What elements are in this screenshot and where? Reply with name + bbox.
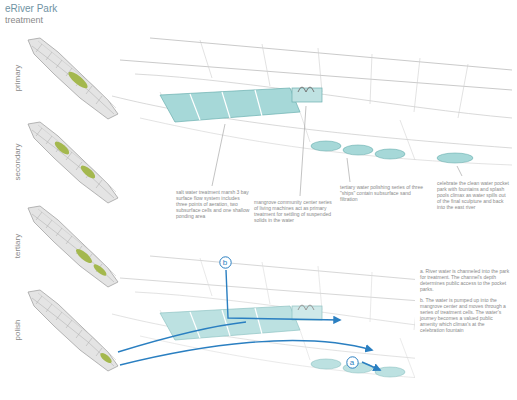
callout-note: celebrate the clean water pocket park wi… bbox=[437, 180, 511, 210]
callout-circle: b bbox=[219, 256, 232, 269]
illustration-part bbox=[112, 38, 512, 165]
circle-outline bbox=[219, 256, 230, 267]
illustration-part bbox=[79, 164, 97, 181]
illustration-part bbox=[53, 140, 71, 157]
callout-note: salt water treatment marsh 3 bay surface… bbox=[176, 189, 250, 219]
site-plan-top bbox=[112, 38, 512, 165]
stage-label: tertiary bbox=[13, 234, 23, 258]
illustration-part bbox=[28, 290, 118, 371]
callout-letter: b bbox=[219, 256, 232, 269]
site-plan-bottom bbox=[112, 256, 415, 383]
stage-label: polish bbox=[13, 320, 23, 341]
flow-note: a. River water is channeled into the par… bbox=[420, 268, 510, 292]
title: eRiver Park bbox=[5, 3, 57, 15]
illustration-part bbox=[160, 305, 415, 381]
water-flow-arrows bbox=[118, 270, 380, 370]
callout-note: mangrove community center series of livi… bbox=[254, 199, 334, 223]
illustration-part bbox=[226, 270, 340, 320]
illustration-part bbox=[300, 106, 306, 196]
subtitle: treatment bbox=[5, 15, 43, 26]
illustration-part bbox=[160, 87, 473, 163]
illustration-part bbox=[92, 263, 108, 278]
callout-letter: a bbox=[346, 356, 359, 369]
illustration-part bbox=[212, 124, 225, 186]
stage-label: secondary bbox=[13, 144, 23, 181]
stage-thumbnails bbox=[28, 38, 118, 371]
callout-circle: a bbox=[346, 356, 359, 369]
stage-label: primary bbox=[13, 65, 23, 92]
illustration-part bbox=[66, 69, 90, 91]
leader-lines bbox=[212, 106, 462, 196]
illustration-part bbox=[457, 166, 462, 176]
illustration-part bbox=[120, 341, 372, 365]
illustration-part bbox=[28, 122, 118, 203]
illustration-part bbox=[28, 38, 118, 119]
illustration-part bbox=[28, 206, 118, 287]
illustration-part bbox=[347, 158, 350, 182]
illustration-part bbox=[74, 247, 94, 265]
callout-note: tertiary water polishing series of three… bbox=[340, 184, 426, 202]
illustration-part bbox=[99, 351, 114, 365]
illustration-part bbox=[362, 362, 380, 370]
circle-outline bbox=[346, 356, 357, 367]
illustration-part bbox=[112, 256, 415, 383]
flow-note: b. The water is pumped up into the mangr… bbox=[420, 297, 510, 333]
illustration-part bbox=[118, 322, 246, 352]
